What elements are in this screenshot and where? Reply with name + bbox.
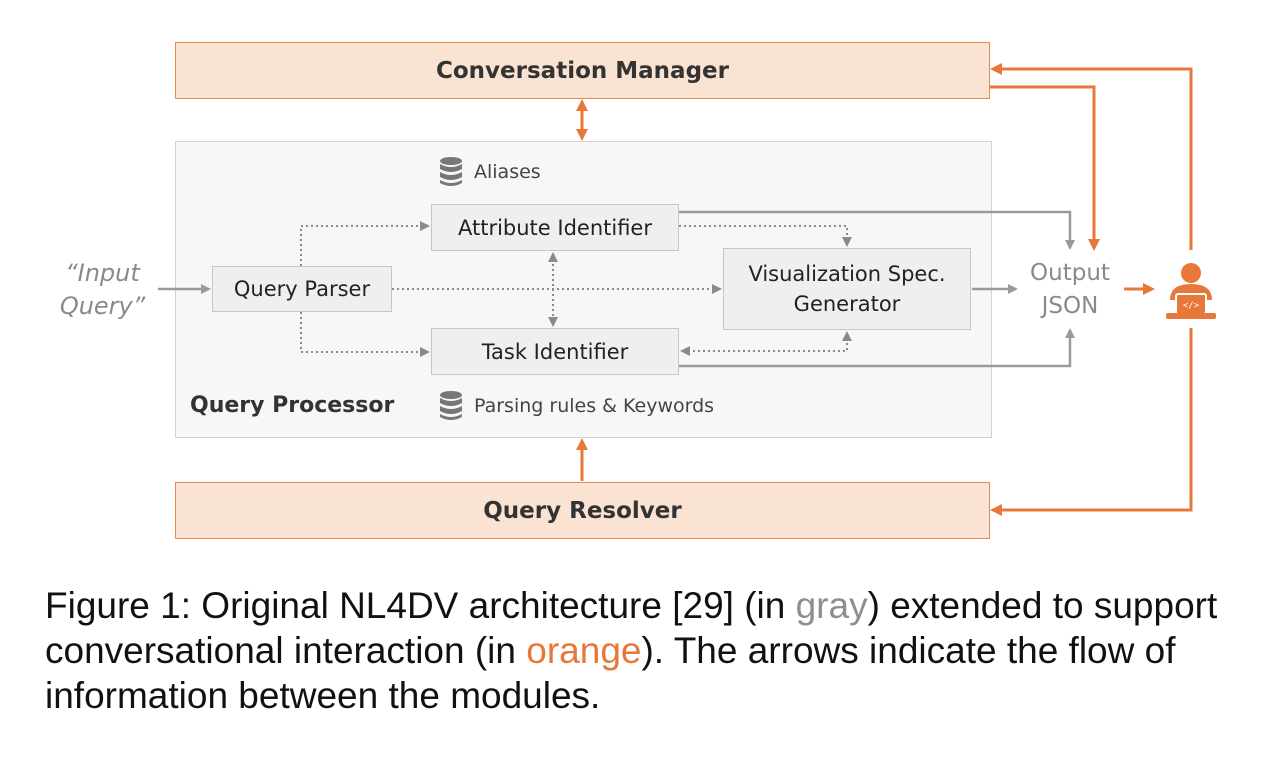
- user-to-cm-arrow: [990, 63, 1193, 250]
- visspec-task-bidirectional-arrow: [680, 331, 852, 356]
- query-resolver-label: Query Resolver: [483, 497, 682, 524]
- task-to-output-arrow: [679, 328, 1075, 368]
- svg-text:</>: </>: [1183, 301, 1200, 311]
- query-processor-label: Query Processor: [190, 393, 395, 418]
- user-to-resolver-arrow: [990, 328, 1193, 516]
- query-parser-box: Query Parser: [212, 266, 392, 312]
- vis-spec-generator-label-line1: Visualization Spec.: [748, 262, 946, 286]
- vis-spec-generator-label-line2: Generator: [793, 292, 901, 316]
- task-identifier-box: Task Identifier: [431, 328, 679, 375]
- query-resolver-box: Query Resolver: [175, 482, 990, 539]
- attribute-to-output-arrow: [679, 210, 1075, 250]
- developer-user-icon: </>: [1166, 263, 1216, 319]
- conversation-manager-label: Conversation Manager: [436, 57, 729, 84]
- vis-spec-generator-box: Visualization Spec. Generator: [723, 248, 971, 330]
- caption-part1: Figure 1: Original NL4DV architecture [2…: [45, 585, 796, 626]
- task-identifier-label: Task Identifier: [481, 339, 629, 364]
- dotted-gray-arrows: [300, 221, 852, 357]
- input-query-label: “Input Query”: [55, 257, 150, 323]
- attribute-to-visspec-arrow: [679, 225, 852, 247]
- input-query-line1: “Input: [65, 259, 140, 287]
- attribute-identifier-box: Attribute Identifier: [431, 204, 679, 251]
- output-json-label: Output JSON: [1018, 257, 1122, 323]
- database-icon: [440, 391, 462, 420]
- caption-part3: ). The arrows indicate the flow of infor…: [45, 630, 1176, 716]
- parser-to-attribute-arrow: [300, 221, 430, 266]
- cm-to-output-arrow: [990, 85, 1100, 251]
- solid-gray-arrows: [158, 210, 1075, 368]
- parser-to-task-arrow: [300, 312, 430, 357]
- output-json-line2: JSON: [1041, 293, 1099, 319]
- attribute-identifier-label: Attribute Identifier: [457, 215, 652, 240]
- parsing-rules-label: Parsing rules & Keywords: [474, 395, 715, 417]
- connector-layer: </>: [158, 63, 1216, 516]
- conversation-manager-box: Conversation Manager: [175, 42, 990, 99]
- aliases-label: Aliases: [474, 161, 541, 183]
- caption-part2: ) extended to support conversational int…: [45, 585, 1218, 671]
- query-parser-label: Query Parser: [233, 277, 371, 301]
- caption-gray-word: gray: [795, 585, 868, 626]
- database-icon: [440, 157, 462, 186]
- orange-arrows: [576, 63, 1193, 516]
- input-query-line2: Query”: [59, 292, 146, 320]
- caption-orange-word: orange: [526, 630, 642, 671]
- figure-caption: Figure 1: Original NL4DV architecture [2…: [45, 583, 1245, 718]
- output-json-line1: Output: [1030, 260, 1110, 286]
